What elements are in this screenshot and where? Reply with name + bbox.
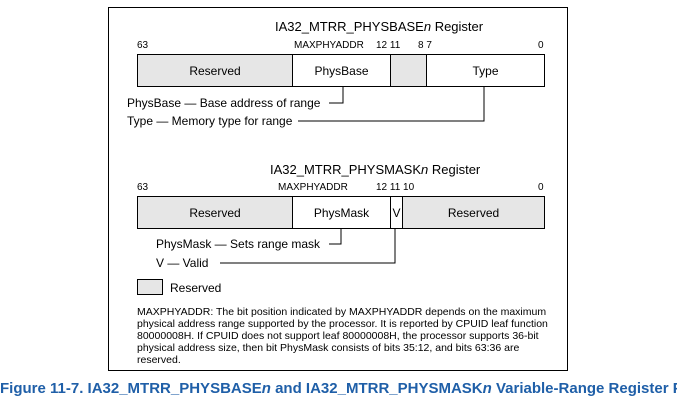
valid-callout-line bbox=[220, 228, 396, 264]
reserved-key-swatch bbox=[137, 279, 163, 295]
physmask-bit-maxphyaddr: MAXPHYADDR bbox=[278, 182, 348, 193]
physbase-field-type: Type bbox=[426, 55, 544, 86]
figure-frame bbox=[108, 7, 568, 371]
physbase-field-physbase: PhysBase bbox=[292, 55, 390, 86]
figure-caption: Figure 11-7. IA32_MTRR_PHYSBASEn and IA3… bbox=[0, 380, 677, 397]
physmask-register-title: IA32_MTRR_PHYSMASKn Register bbox=[270, 162, 481, 177]
type-callout-line bbox=[298, 86, 485, 122]
physmask-bit-0: 0 bbox=[538, 182, 544, 193]
physbase-register: Reserved PhysBase Type bbox=[137, 54, 545, 87]
physbase-field-reserved-mid bbox=[390, 55, 426, 86]
physmask-bit-12-11-10: 12 11 10 bbox=[376, 182, 415, 193]
physbase-bit-12-11: 12 11 bbox=[376, 40, 401, 51]
physbase-field-reserved: Reserved bbox=[138, 55, 292, 86]
physbase-register-title: IA32_MTRR_PHYSBASEn Register bbox=[275, 19, 484, 34]
physmask-field-physmask: PhysMask bbox=[292, 197, 390, 228]
physbase-bit-63: 63 bbox=[137, 40, 149, 51]
physmask-field-reserved-low: Reserved bbox=[402, 197, 544, 228]
reserved-key-label: Reserved bbox=[170, 281, 222, 295]
physmask-field-reserved-high: Reserved bbox=[138, 197, 292, 228]
maxphyaddr-note: MAXPHYADDR: The bit position indicated b… bbox=[137, 306, 548, 366]
physbase-bit-8-7: 8 7 bbox=[418, 40, 432, 51]
physbase-legend-type: Type — Memory type for range bbox=[127, 114, 293, 128]
physbase-legend-physbase: PhysBase — Base address of range bbox=[127, 96, 321, 110]
physbase-callout-line bbox=[329, 86, 344, 104]
physmask-legend-valid: V — Valid bbox=[156, 256, 209, 270]
physmask-legend-physmask: PhysMask — Sets range mask bbox=[156, 237, 321, 251]
physmask-register: Reserved PhysMask V Reserved bbox=[137, 196, 545, 229]
physbase-bit-0: 0 bbox=[538, 40, 544, 51]
physmask-field-valid: V bbox=[390, 197, 402, 228]
physmask-callout-line bbox=[329, 228, 342, 245]
physbase-bit-maxphyaddr: MAXPHYADDR bbox=[294, 40, 364, 51]
physmask-bit-63: 63 bbox=[137, 182, 149, 193]
